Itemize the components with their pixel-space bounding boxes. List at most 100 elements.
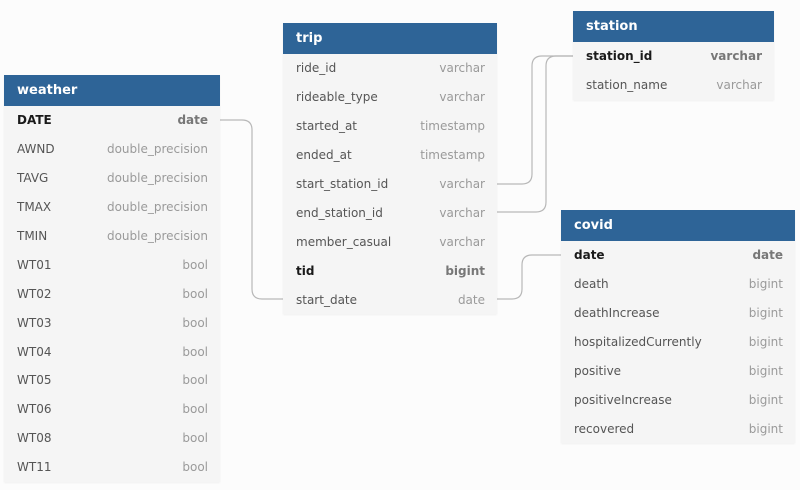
column-row-weather-tmax[interactable]: TMAX double_precision bbox=[4, 193, 220, 222]
column-row-weather-wt05[interactable]: WT05 bool bbox=[4, 366, 220, 395]
column-row-weather-wt03[interactable]: WT03 bool bbox=[4, 308, 220, 337]
column-row-trip-rideable_type[interactable]: rideable_type varchar bbox=[283, 83, 497, 112]
column-row-trip-ended_at[interactable]: ended_at timestamp bbox=[283, 141, 497, 170]
column-row-trip-start_date[interactable]: start_date date bbox=[283, 285, 497, 314]
column-name: WT06 bbox=[17, 402, 52, 417]
column-type: varchar bbox=[439, 90, 485, 105]
column-type: varchar bbox=[439, 205, 485, 220]
column-name: death bbox=[574, 277, 609, 292]
column-type: bigint bbox=[748, 421, 783, 436]
column-name: rideable_type bbox=[296, 90, 378, 105]
column-row-weather-wt02[interactable]: WT02 bool bbox=[4, 279, 220, 308]
column-name: WT02 bbox=[17, 286, 52, 301]
column-type: varchar bbox=[716, 78, 762, 93]
column-name: deathIncrease bbox=[574, 306, 660, 321]
column-type: bool bbox=[182, 344, 208, 359]
column-type: bool bbox=[182, 257, 208, 272]
column-row-trip-start_station_id[interactable]: start_station_id varchar bbox=[283, 170, 497, 199]
column-type: date bbox=[457, 292, 485, 307]
column-name: WT05 bbox=[17, 373, 52, 388]
column-row-weather-tavg[interactable]: TAVG double_precision bbox=[4, 164, 220, 193]
column-type: bool bbox=[182, 460, 208, 475]
column-type: bool bbox=[182, 373, 208, 388]
table-header-weather[interactable]: weather bbox=[4, 75, 220, 106]
column-row-weather-wt01[interactable]: WT01 bool bbox=[4, 250, 220, 279]
table-header-station[interactable]: station bbox=[573, 11, 774, 42]
column-name: TMIN bbox=[17, 229, 48, 243]
relation-trip-start-date-covid-date bbox=[497, 254, 561, 300]
column-type: bool bbox=[182, 402, 208, 417]
column-type: date bbox=[177, 113, 208, 128]
column-row-trip-started_at[interactable]: started_at timestamp bbox=[283, 112, 497, 141]
column-type: bigint bbox=[748, 392, 783, 407]
column-name: recovered bbox=[574, 421, 635, 436]
table-header-trip[interactable]: trip bbox=[283, 23, 497, 54]
relation-weather-date-trip-start-date bbox=[220, 119, 283, 300]
column-type: varchar bbox=[710, 49, 762, 64]
relation-trip-end-station-station bbox=[497, 55, 573, 213]
column-type: bool bbox=[182, 286, 208, 301]
column-row-weather-wt11[interactable]: WT11 bool bbox=[4, 453, 220, 482]
column-row-covid-hospitalizedcurrently[interactable]: hospitalizedCurrently bigint bbox=[561, 328, 795, 357]
column-name: TAVG bbox=[17, 171, 49, 186]
column-name: station_name bbox=[586, 78, 668, 93]
column-type: varchar bbox=[439, 234, 485, 249]
column-row-station-station_id[interactable]: station_id varchar bbox=[573, 42, 774, 71]
column-name: AWND bbox=[17, 142, 55, 157]
column-type: double_precision bbox=[106, 229, 208, 243]
column-type: double_precision bbox=[106, 142, 208, 157]
column-name: TMAX bbox=[17, 200, 52, 215]
column-type: bool bbox=[182, 315, 208, 330]
column-name: date bbox=[574, 248, 605, 263]
column-name: ended_at bbox=[296, 148, 352, 163]
column-type: double_precision bbox=[106, 171, 208, 186]
table-header-covid[interactable]: covid bbox=[561, 210, 795, 241]
column-row-weather-tmin[interactable]: TMIN double_precision bbox=[4, 222, 220, 251]
column-name: started_at bbox=[296, 119, 358, 134]
column-name: station_id bbox=[586, 49, 653, 64]
column-name: WT04 bbox=[17, 344, 52, 359]
column-name: WT01 bbox=[17, 257, 52, 272]
column-name: tid bbox=[296, 263, 315, 278]
column-name: start_station_id bbox=[296, 177, 389, 191]
column-row-weather-awnd[interactable]: AWND double_precision bbox=[4, 135, 220, 164]
column-type: varchar bbox=[439, 177, 485, 191]
column-row-weather-wt06[interactable]: WT06 bool bbox=[4, 395, 220, 424]
column-name: hospitalizedCurrently bbox=[574, 335, 702, 350]
column-name: start_date bbox=[296, 292, 358, 307]
column-type: timestamp bbox=[420, 119, 485, 134]
column-name: ride_id bbox=[296, 61, 337, 76]
column-name: positiveIncrease bbox=[574, 392, 672, 407]
column-type: bigint bbox=[748, 335, 783, 350]
column-name: WT11 bbox=[17, 460, 52, 475]
column-row-station-station_name[interactable]: station_name varchar bbox=[573, 71, 774, 100]
column-name: WT03 bbox=[17, 315, 52, 330]
column-row-covid-positiveincrease[interactable]: positiveIncrease bigint bbox=[561, 385, 795, 414]
column-row-weather-date[interactable]: DATE date bbox=[4, 106, 220, 135]
column-type: timestamp bbox=[420, 148, 485, 163]
column-row-covid-recovered[interactable]: recovered bigint bbox=[561, 414, 795, 443]
column-row-trip-ride_id[interactable]: ride_id varchar bbox=[283, 54, 497, 83]
column-type: varchar bbox=[439, 61, 485, 76]
column-row-weather-wt04[interactable]: WT04 bool bbox=[4, 337, 220, 366]
column-type: double_precision bbox=[106, 200, 208, 215]
column-name: DATE bbox=[17, 113, 52, 128]
column-name: WT08 bbox=[17, 431, 52, 446]
